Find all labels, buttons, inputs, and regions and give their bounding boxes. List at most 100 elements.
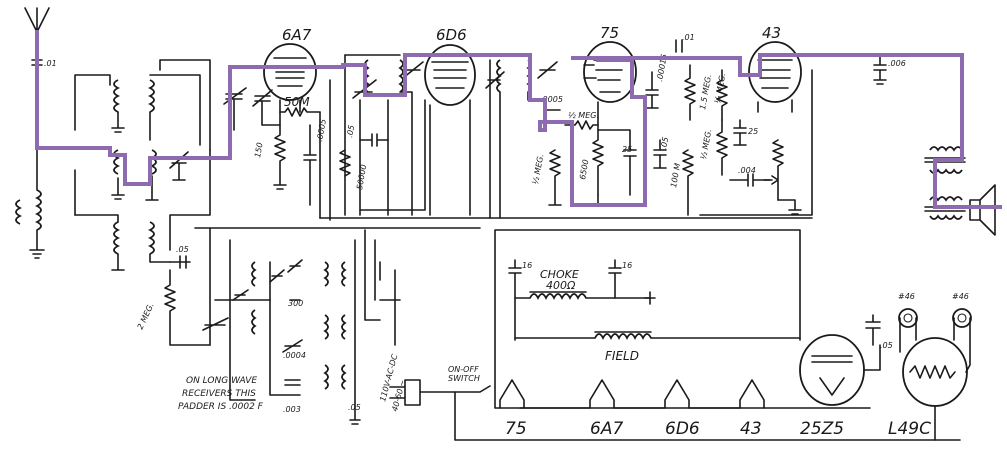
svg-text:2 MEG.: 2 MEG.: [136, 301, 156, 330]
svg-text:25: 25: [622, 145, 632, 154]
pilot-lamp-1: #46: [898, 292, 918, 353]
heater-chain: [499, 379, 765, 409]
cap-00015: .00015: [645, 53, 669, 109]
field-coil: FIELD: [514, 331, 801, 363]
svg-text:1.5 MEG.: 1.5 MEG.: [698, 73, 713, 110]
heater-label-6a7: 6A7: [590, 419, 623, 439]
svg-text:.05: .05: [659, 136, 670, 150]
pilot-lamp-2: #46: [952, 292, 972, 373]
tube-75-label: 75: [600, 24, 619, 42]
svg-text:16: 16: [622, 261, 632, 270]
svg-text:½ MEG.: ½ MEG.: [699, 128, 713, 160]
ballast-l49c: [902, 337, 968, 441]
svg-text:.01: .01: [682, 33, 695, 42]
cap-0005-1: .0005: [303, 118, 328, 206]
osc-section: 300 .0004 .003: [202, 239, 306, 414]
osc-coil: [223, 87, 281, 131]
svg-text:.003: .003: [283, 405, 301, 414]
heater-label-75: 75: [505, 419, 527, 439]
loop-coil: [15, 189, 45, 259]
svg-text:.05: .05: [880, 341, 893, 350]
res-half-meg-c: ½ MEG.: [699, 119, 728, 176]
svg-text:½ MEG.: ½ MEG.: [568, 111, 599, 120]
highlight-rf-stage: [35, 30, 427, 186]
power-label: 110V-AC-DC 40-60 ~: [378, 353, 407, 413]
svg-text:.05: .05: [348, 403, 361, 412]
svg-text:ON-OFF: ON-OFF: [448, 365, 479, 374]
heater-label-25z5: 25Z5: [800, 419, 844, 439]
cap-05-left: .05: [169, 245, 191, 269]
res-half-meg-a: ½ MEG.: [531, 149, 562, 206]
svg-text:CHOKE: CHOKE: [540, 268, 579, 281]
svg-text:FIELD: FIELD: [605, 349, 639, 363]
power-plug-icon: [389, 379, 456, 406]
cap-05-right: .05: [865, 314, 893, 350]
res-1-5meg: 1.5 MEG.: [684, 64, 713, 121]
antenna-capacitor-value: .01: [44, 59, 57, 68]
res-100m: 100 M: [669, 149, 694, 216]
res-6500: 6500: [578, 101, 604, 196]
highlight-audio: [571, 53, 1002, 209]
svg-text:50000: 50000: [355, 164, 368, 191]
svg-text:.05: .05: [345, 124, 356, 138]
if-transformer-2: [485, 59, 558, 219]
svg-text:PADDER IS .0002 F: PADDER IS .0002 F: [178, 402, 264, 412]
rf-transformer-3: [74, 214, 171, 271]
on-off-switch: ON-OFF SWITCH: [448, 365, 961, 441]
svg-text:#46: #46: [952, 292, 969, 301]
svg-text:ON LONG WAVE: ON LONG WAVE: [186, 376, 257, 386]
res-quarter-meg: ¼ MEG.: [713, 69, 728, 121]
coil-stack: .05: [323, 229, 401, 425]
signal-path-highlight: [35, 30, 1002, 209]
tube-6a7-label: 6A7: [282, 26, 312, 44]
svg-text:50M: 50M: [284, 95, 310, 109]
tube-75: 75: [583, 24, 637, 103]
svg-text:.006: .006: [888, 59, 906, 68]
tube-43-label: 43: [762, 24, 781, 42]
svg-text:.004: .004: [738, 166, 756, 175]
svg-text:25: 25: [748, 127, 758, 136]
cap-05b: .05: [653, 136, 670, 169]
svg-text:16: 16: [522, 261, 532, 270]
cap-25b: 25: [733, 119, 758, 146]
rf-transformer-1: [74, 59, 211, 151]
res-150: 150: [253, 124, 287, 190]
if-transformer-1: [344, 54, 426, 216]
cap-25a: 25: [597, 129, 637, 196]
res-half-meg-b: ½ MEG.: [564, 111, 599, 130]
tube-6d6-label: 6D6: [436, 26, 467, 44]
svg-text:½ MEG.: ½ MEG.: [531, 153, 545, 185]
svg-text:300: 300: [288, 299, 303, 308]
res-2meg: 2 MEG.: [136, 269, 211, 346]
filter-cap-16a: 16: [508, 259, 532, 341]
heater-label-6d6: 6D6: [665, 419, 700, 439]
svg-text:100 M: 100 M: [669, 162, 682, 188]
svg-text:.05: .05: [176, 245, 189, 254]
svg-text:.0005: .0005: [540, 95, 563, 104]
heater-label-43: 43: [740, 419, 762, 439]
tube-25z5: [799, 334, 881, 406]
filter-cap-16b: 16: [608, 259, 656, 305]
svg-text:#46: #46: [898, 292, 915, 301]
svg-text:150: 150: [253, 142, 265, 159]
svg-text:RECEIVERS THIS: RECEIVERS THIS: [182, 389, 256, 399]
tube-43: 43: [748, 24, 802, 113]
svg-text:6500: 6500: [578, 159, 590, 181]
svg-text:.0004: .0004: [283, 351, 306, 360]
tube-6d6: 6D6: [424, 26, 476, 106]
choke: CHOKE 400Ω: [514, 268, 651, 301]
cap-05a: .05: [345, 124, 389, 147]
cap-01: .01: [675, 33, 695, 53]
cap-006: .006: [873, 54, 906, 85]
volume-control: [763, 139, 802, 215]
svg-text:.0005: .0005: [315, 118, 328, 142]
svg-text:SWITCH: SWITCH: [448, 374, 480, 383]
svg-text:400Ω: 400Ω: [546, 279, 576, 292]
heater-label-l49c: L49C: [888, 419, 931, 439]
speaker-icon: [969, 184, 996, 236]
cap-004: .004: [729, 166, 771, 187]
long-wave-note: ON LONG WAVE RECEIVERS THIS PADDER IS .0…: [178, 376, 264, 412]
tube-6a7: 6A7: [263, 26, 317, 113]
res-50000: 50000: [339, 149, 368, 191]
